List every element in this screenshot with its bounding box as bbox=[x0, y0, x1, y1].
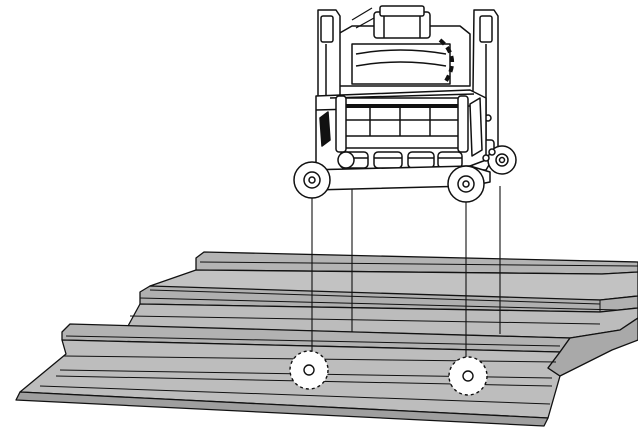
panel-end-profile bbox=[547, 317, 638, 377]
projection-lines bbox=[311, 186, 501, 358]
wheel-front-left bbox=[293, 161, 331, 199]
roller-position-marker-right bbox=[448, 356, 488, 396]
roller-position-marker-left bbox=[289, 350, 329, 390]
bolt bbox=[482, 154, 490, 162]
panel-bottom-flange bbox=[15, 391, 549, 427]
roller-cassette bbox=[335, 95, 469, 153]
seaming-machine bbox=[293, 5, 517, 203]
wheel-front-right bbox=[447, 165, 485, 203]
roof-panel bbox=[15, 251, 638, 427]
wheel-rear-left bbox=[337, 151, 355, 169]
forming-rollers bbox=[339, 151, 463, 169]
motor-unit bbox=[337, 5, 471, 87]
bolt bbox=[488, 148, 496, 156]
